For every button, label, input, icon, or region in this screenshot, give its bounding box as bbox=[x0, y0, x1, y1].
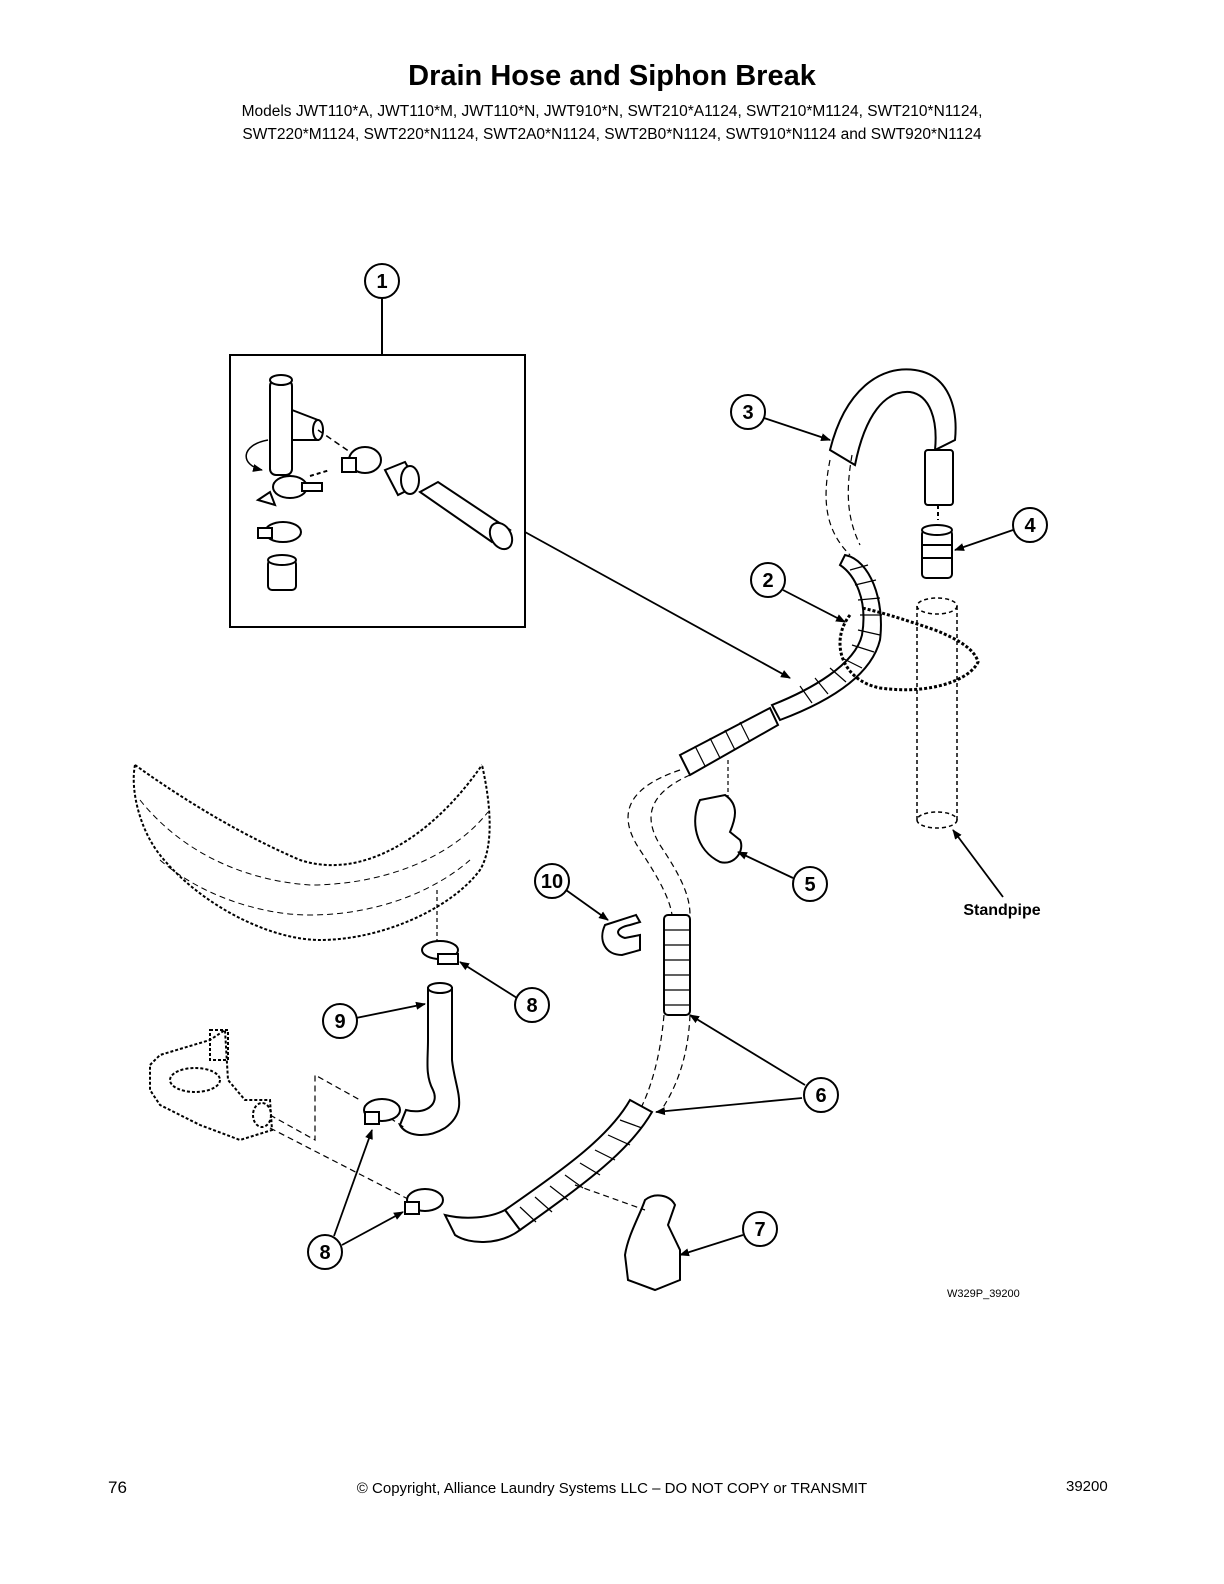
corrugated-hose-lower bbox=[443, 1098, 654, 1243]
callout-9: 9 bbox=[322, 1001, 426, 1039]
page-number: 76 bbox=[108, 1478, 127, 1497]
corrugation-upper bbox=[694, 564, 882, 767]
clamp-lower-a bbox=[363, 1098, 401, 1125]
lower-clamp bbox=[257, 521, 302, 591]
tee-fitting bbox=[269, 374, 324, 476]
hose-segment bbox=[418, 480, 514, 551]
check-valve bbox=[921, 524, 953, 579]
page-title: Drain Hose and Siphon Break bbox=[408, 60, 816, 92]
callout-6: 6 bbox=[655, 1014, 839, 1116]
callout-8-lower: 8 bbox=[307, 1129, 404, 1270]
clamp-small bbox=[255, 475, 323, 507]
callout-2: 2 bbox=[750, 562, 846, 623]
callout-5-label: 5 bbox=[804, 874, 815, 896]
callout-1-label: 1 bbox=[376, 271, 387, 293]
tub-detail bbox=[139, 799, 489, 916]
inset-box bbox=[229, 298, 526, 628]
tub-outline bbox=[132, 764, 491, 942]
callout-8b-label: 8 bbox=[319, 1242, 330, 1264]
callout-8-upper: 8 bbox=[459, 961, 550, 1023]
hose-holder bbox=[623, 1194, 681, 1292]
callout-7: 7 bbox=[679, 1211, 778, 1257]
models-line-1: Models JWT110*A, JWT110*M, JWT110*N, JWT… bbox=[241, 103, 983, 120]
callout-1: 1 bbox=[364, 263, 400, 299]
clamp-upper bbox=[421, 940, 459, 965]
callout-4: 4 bbox=[954, 507, 1048, 551]
callout-8a-label: 8 bbox=[526, 995, 537, 1017]
callout-3: 3 bbox=[730, 394, 831, 441]
coupling bbox=[383, 460, 420, 497]
callout-2-label: 2 bbox=[762, 570, 773, 592]
curved-hose bbox=[398, 982, 461, 1136]
pump-outline bbox=[149, 1028, 274, 1142]
callout-7-label: 7 bbox=[754, 1219, 765, 1241]
clip-10 bbox=[601, 913, 642, 957]
callout-9-label: 9 bbox=[334, 1011, 345, 1033]
callout-4-label: 4 bbox=[1024, 515, 1036, 537]
callout-10-label: 10 bbox=[541, 871, 563, 893]
copyright-notice: © Copyright, Alliance Laundry Systems LL… bbox=[356, 1480, 868, 1497]
siphon-break-hose bbox=[828, 368, 957, 520]
siphon-chain bbox=[838, 606, 980, 692]
models-line-2: SWT220*M1124, SWT220*N1124, SWT2A0*N1124… bbox=[242, 126, 982, 143]
hose-clip bbox=[694, 793, 743, 864]
callout-standpipe: Standpipe bbox=[952, 829, 1041, 919]
callout-6-label: 6 bbox=[815, 1085, 826, 1107]
callout-5: 5 bbox=[737, 851, 828, 902]
document-number: 39200 bbox=[1066, 1478, 1108, 1495]
clamp-spring bbox=[341, 446, 382, 474]
callout-10: 10 bbox=[534, 863, 609, 921]
standpipe bbox=[916, 597, 958, 829]
figure-code: W329P_39200 bbox=[947, 1288, 1020, 1300]
standpipe-label: Standpipe bbox=[963, 902, 1040, 919]
clamp-lower-b bbox=[404, 1188, 444, 1215]
callout-3-label: 3 bbox=[742, 402, 753, 424]
